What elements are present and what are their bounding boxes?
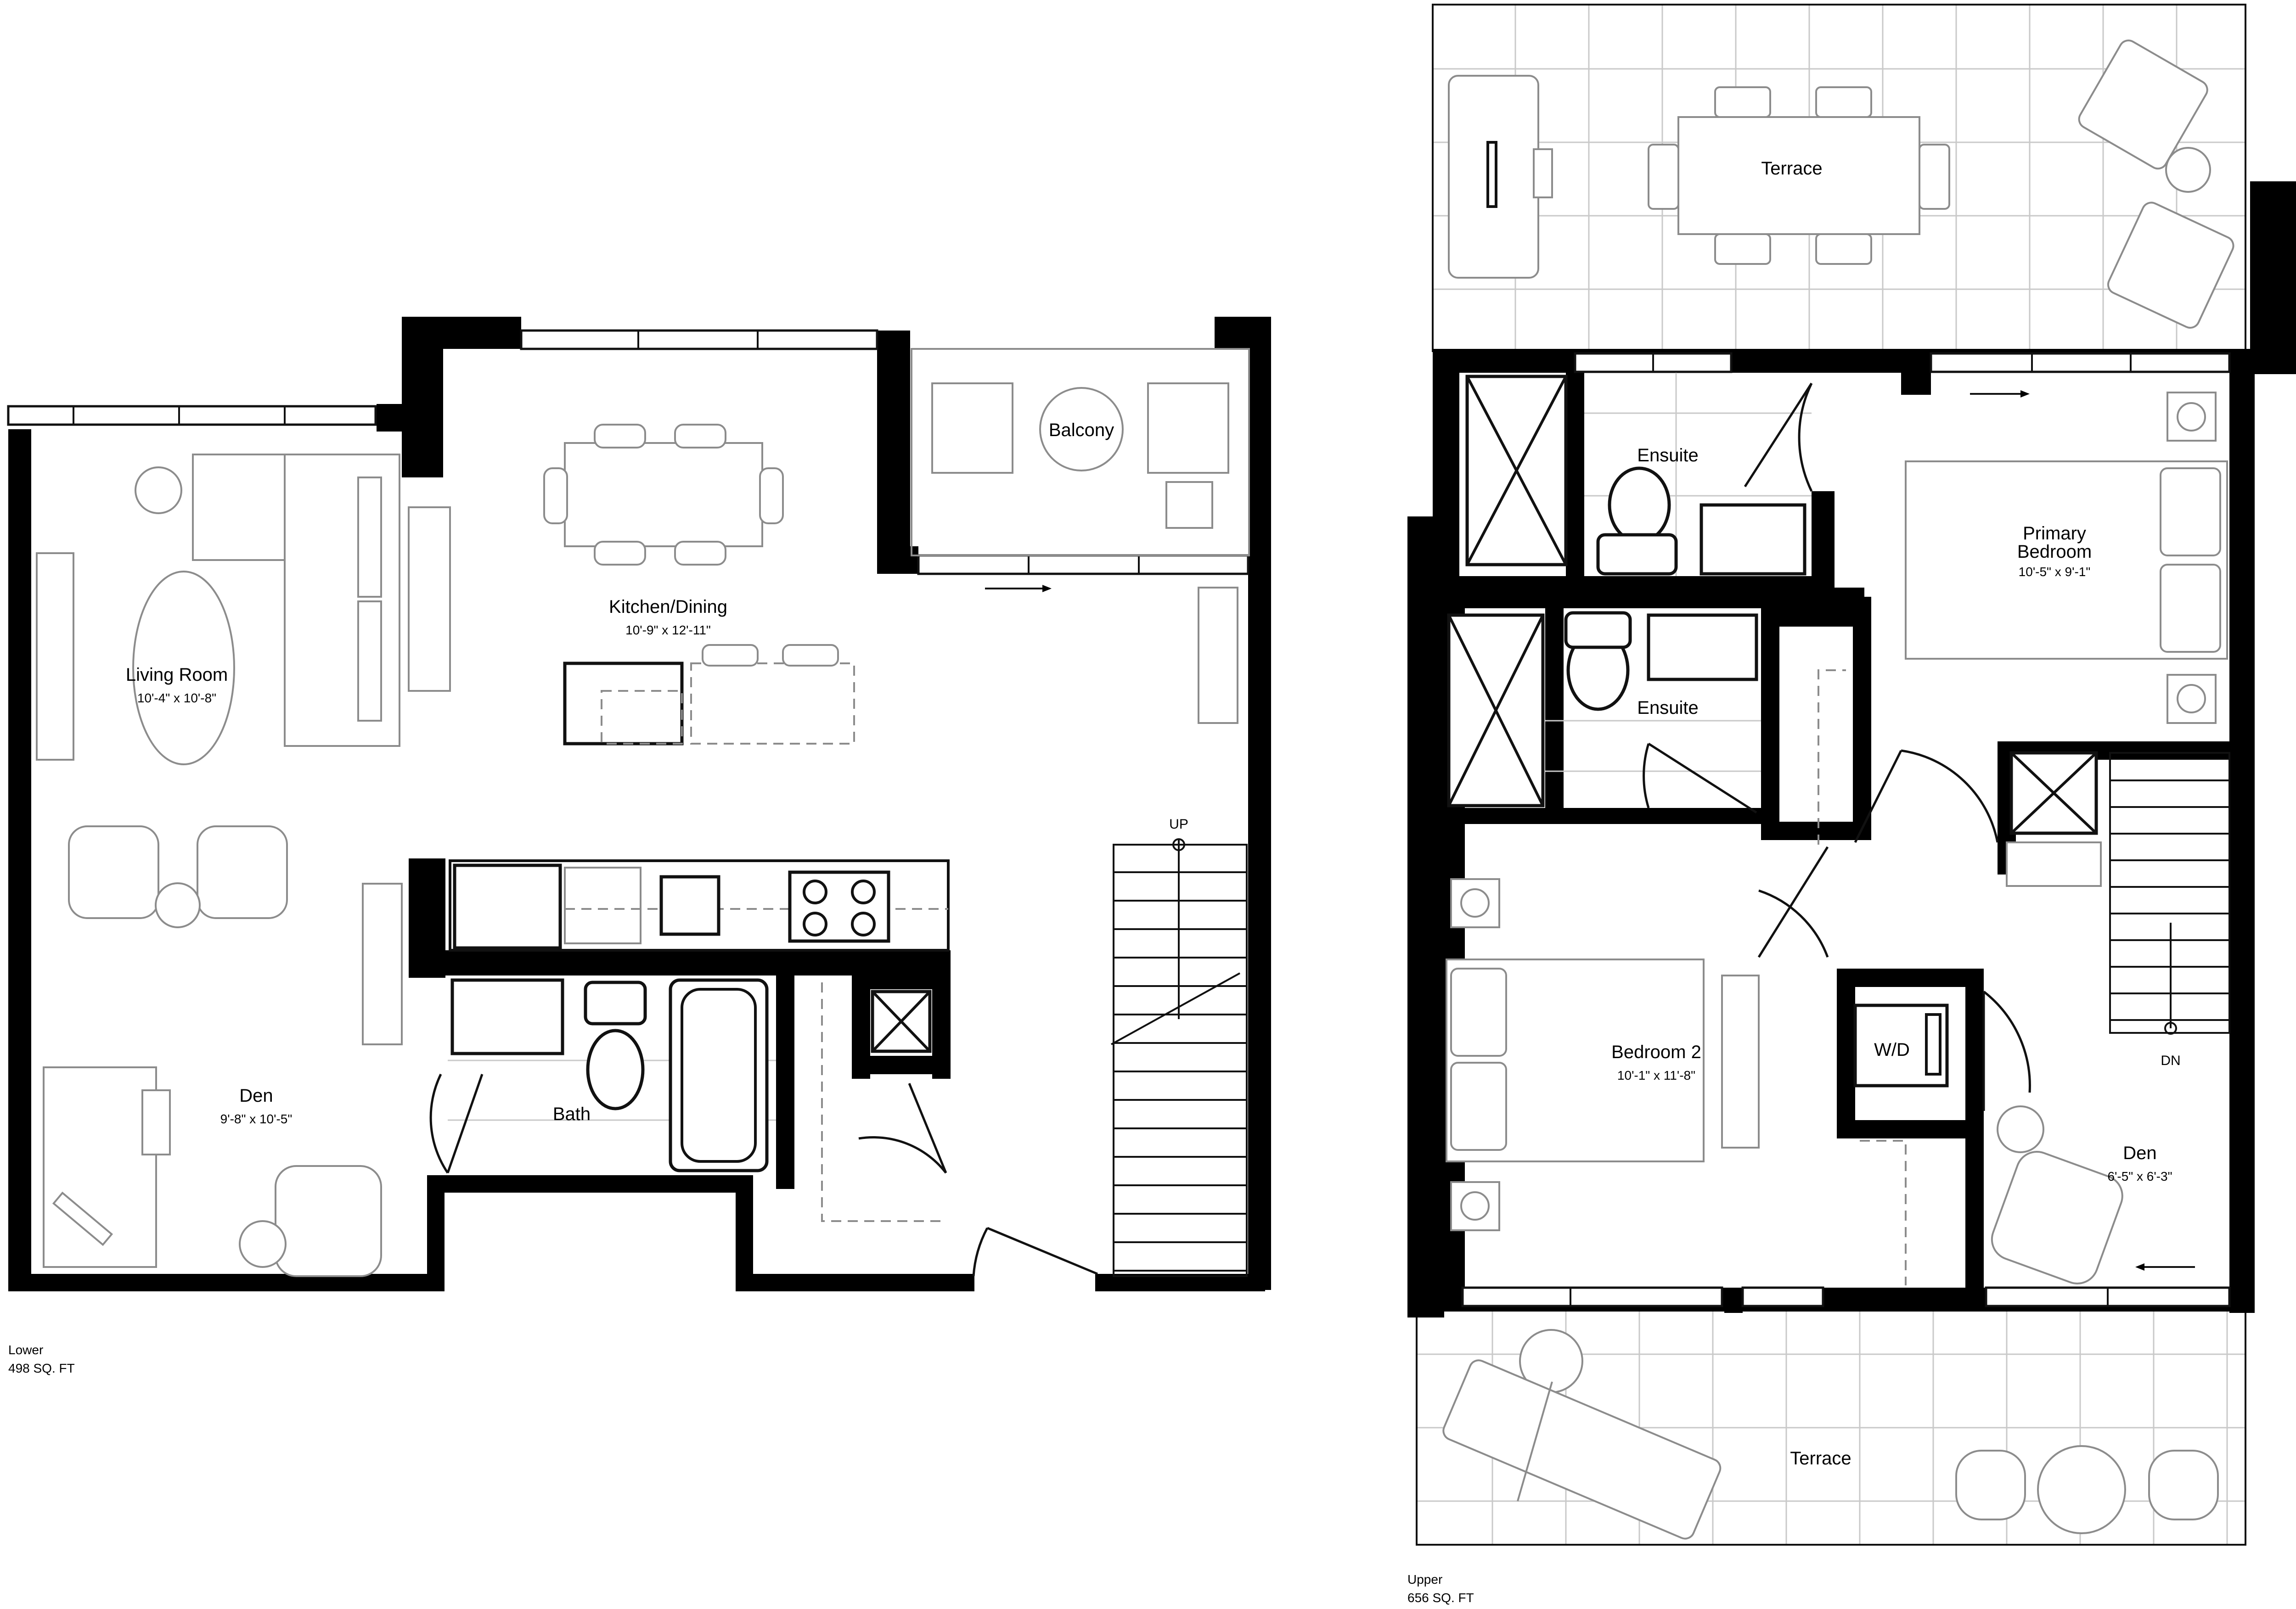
toilet-1 bbox=[1608, 466, 1671, 544]
balcony-chair-right bbox=[1147, 382, 1229, 474]
dresser bbox=[2006, 841, 2102, 887]
ensuite-2-fixtures bbox=[1447, 611, 1761, 814]
den-upper-label: Den bbox=[2123, 1143, 2156, 1163]
terrace-top-label: Terrace bbox=[1761, 158, 1822, 179]
bedroom-2-dresser bbox=[1721, 975, 1760, 1149]
lower-level-plan: Living Room 10'-4" x 10'-8" Kitchen/Dini… bbox=[7, 317, 1271, 1375]
fridge bbox=[1198, 587, 1238, 724]
kitchen-furniture bbox=[449, 424, 1238, 952]
balcony-railing bbox=[911, 348, 1250, 556]
washer-dryer bbox=[1853, 1004, 1949, 1088]
living-room-furniture bbox=[36, 454, 451, 928]
primary-bedroom-furniture bbox=[1854, 392, 2228, 887]
lower-staircase bbox=[1111, 838, 1248, 1277]
lower-windows bbox=[7, 329, 1249, 575]
balcony-furniture bbox=[931, 382, 1229, 529]
armchair-right bbox=[197, 825, 288, 919]
upper-windows bbox=[1461, 352, 2231, 1307]
ensuite-1-fixtures bbox=[1465, 373, 1813, 576]
armchair-left bbox=[68, 825, 159, 919]
terrace-chair-b bbox=[2107, 202, 2234, 329]
den-upper-dims: 6'-5" x 6'-3" bbox=[2107, 1169, 2172, 1183]
terrace-bottom-label: Terrace bbox=[1790, 1448, 1851, 1469]
upper-level-plan: Terrace Terrace bbox=[1407, 4, 2296, 1605]
balcony-label: Balcony bbox=[1049, 420, 1114, 440]
terrace-dining-table bbox=[1677, 116, 1920, 235]
media-console bbox=[362, 883, 403, 1045]
tv-console bbox=[36, 552, 74, 761]
terrace-lounger bbox=[1448, 75, 1539, 279]
den-furniture bbox=[43, 883, 403, 1277]
chaise-lounge bbox=[1442, 1359, 1722, 1540]
island bbox=[563, 662, 684, 746]
kitchen-dining-dims: 10'-9" x 12'-11" bbox=[625, 623, 711, 637]
coffee-table bbox=[132, 571, 235, 765]
kitchen-dining-label: Kitchen/Dining bbox=[609, 597, 727, 617]
lower-labels: Living Room 10'-4" x 10'-8" Kitchen/Dini… bbox=[8, 420, 1188, 1375]
primary-bedroom-label-2: Bedroom bbox=[2017, 542, 2092, 562]
ensuite-2-label: Ensuite bbox=[1637, 698, 1698, 718]
stair-up-label: UP bbox=[1169, 817, 1188, 832]
lower-walls bbox=[8, 317, 1271, 1291]
desk-chair bbox=[141, 1089, 171, 1155]
upper-staircase bbox=[2009, 751, 2230, 1035]
living-room-label: Living Room bbox=[126, 665, 228, 685]
den-label: Den bbox=[239, 1086, 273, 1106]
side-table bbox=[408, 506, 451, 692]
upper-labels: Ensuite Primary Bedroom 10'-5" x 9'-1" E… bbox=[1407, 445, 2181, 1605]
primary-bedroom-dims: 10'-5" x 9'-1" bbox=[2019, 565, 2091, 579]
sink bbox=[453, 863, 562, 950]
bistro-table bbox=[2037, 1445, 2126, 1534]
bathtub bbox=[669, 978, 769, 1172]
balcony-table bbox=[1039, 387, 1124, 471]
bath-label: Bath bbox=[553, 1104, 591, 1124]
bedroom-2-label: Bedroom 2 bbox=[1611, 1042, 1701, 1062]
lower-level-area: 498 SQ. FT bbox=[8, 1361, 75, 1375]
stair-dn-label: DN bbox=[2161, 1053, 2180, 1068]
bistro-chair-left bbox=[1955, 1450, 2026, 1520]
upper-level-area: 656 SQ. FT bbox=[1407, 1591, 1474, 1605]
dining-table bbox=[564, 442, 763, 547]
dishwasher bbox=[659, 875, 720, 936]
living-room-dims: 10'-4" x 10'-8" bbox=[137, 691, 216, 705]
lounge-chair bbox=[275, 1165, 382, 1277]
bedroom-2-dims: 10'-1" x 11'-8" bbox=[1617, 1068, 1695, 1082]
laundry-den-furniture bbox=[1853, 390, 2195, 1284]
vanity-1 bbox=[1699, 503, 1806, 576]
wd-label: W/D bbox=[1874, 1040, 1910, 1060]
ensuite-1-label: Ensuite bbox=[1637, 445, 1698, 465]
vanity-2 bbox=[1647, 613, 1758, 681]
primary-bedroom-label-1: Primary bbox=[2023, 523, 2086, 544]
terrace-chair-a bbox=[2078, 39, 2208, 170]
den-dims: 9'-8" x 10'-5" bbox=[220, 1112, 293, 1126]
lower-level-name: Lower bbox=[8, 1343, 43, 1357]
bistro-chair-right bbox=[2148, 1450, 2219, 1520]
toilet bbox=[586, 1029, 645, 1110]
den-chair bbox=[1991, 1150, 2123, 1284]
lower-doors bbox=[429, 1073, 1098, 1277]
lamp bbox=[135, 466, 182, 514]
terrace-top: Terrace bbox=[1432, 4, 2246, 352]
bar-counter bbox=[690, 662, 855, 745]
lower-closet bbox=[821, 982, 941, 1222]
balcony-chair-left bbox=[931, 382, 1013, 474]
upper-level-name: Upper bbox=[1407, 1572, 1442, 1587]
terrace-bottom: Terrace bbox=[1416, 1289, 2246, 1546]
bedroom-2-furniture bbox=[1446, 669, 1907, 1285]
bath-fixtures bbox=[448, 978, 776, 1172]
vanity-sink bbox=[450, 978, 564, 1055]
